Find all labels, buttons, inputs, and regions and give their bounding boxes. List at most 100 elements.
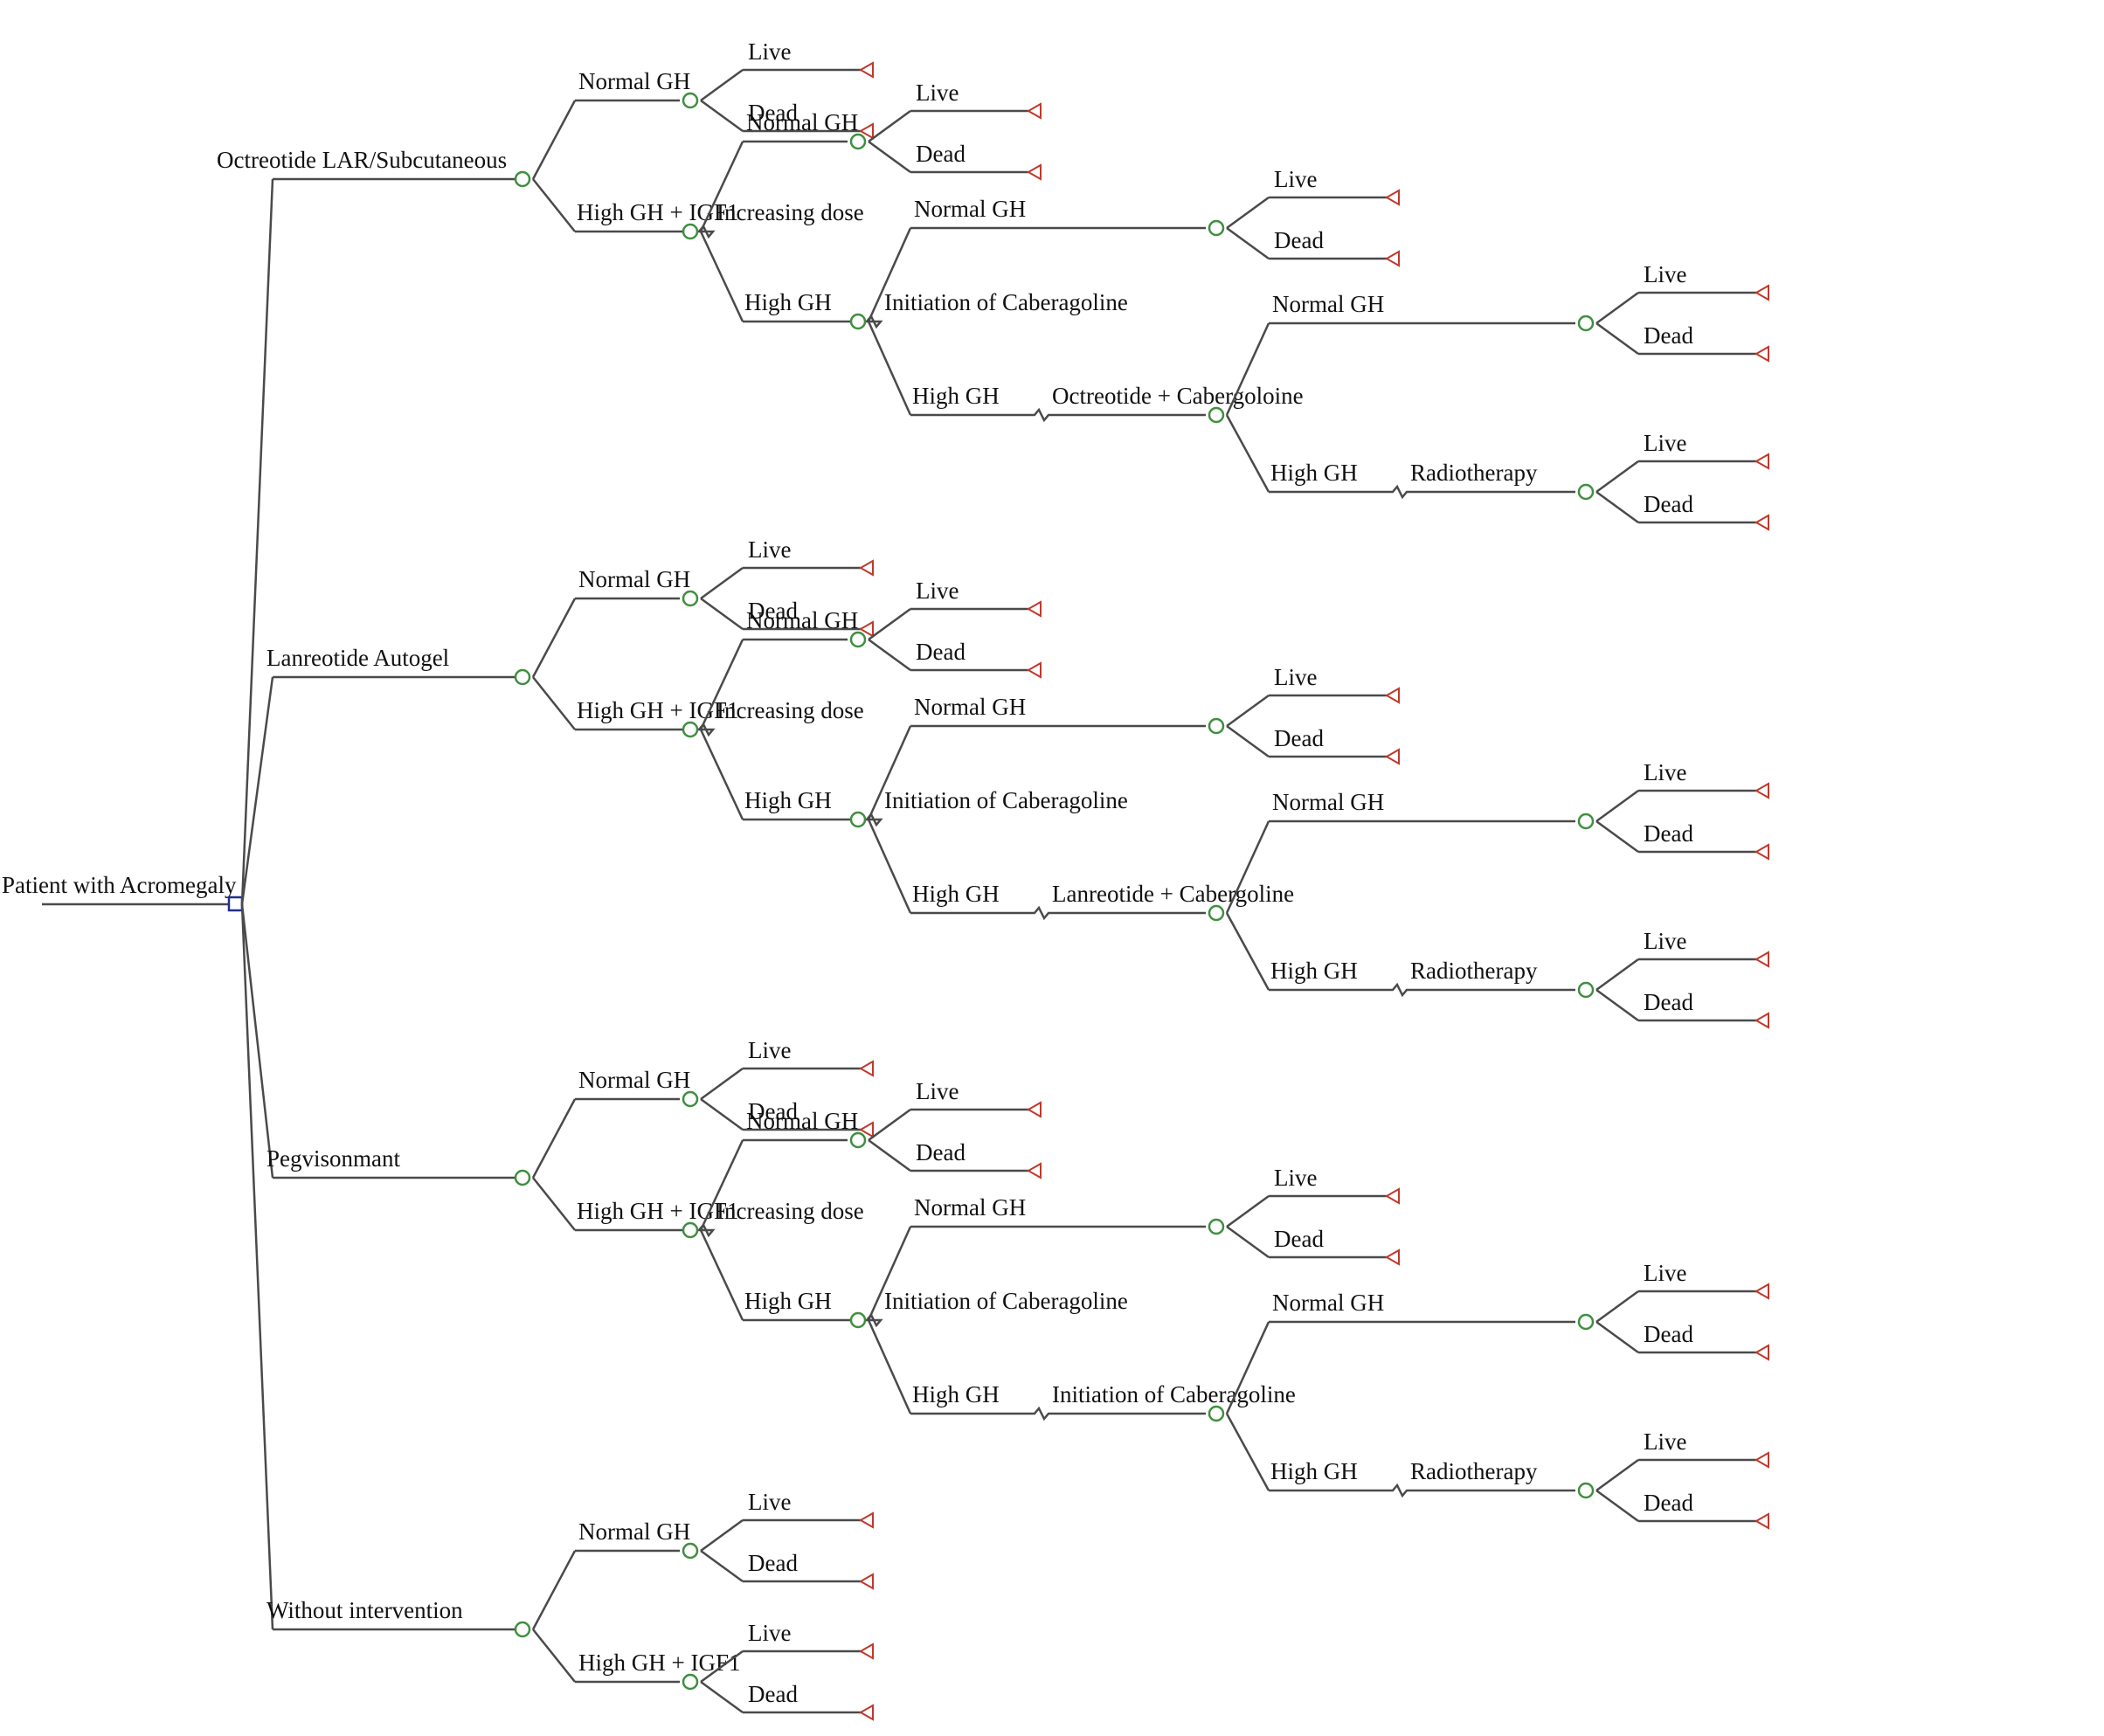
outcome-label: Dead	[916, 639, 965, 665]
outcome-label: Live	[1644, 1260, 1686, 1286]
terminal-node-icon	[1026, 163, 1042, 181]
branch-line	[868, 1138, 911, 1172]
terminal-node-icon	[1026, 661, 1042, 679]
outcome-label: Live	[748, 1489, 791, 1515]
outcome-label: Dead	[1274, 1226, 1324, 1252]
branch-line	[743, 1312, 883, 1328]
outcome-label: Live	[916, 80, 959, 106]
branch-line	[867, 321, 912, 416]
terminal-node-icon	[858, 620, 874, 638]
branch-line	[700, 1067, 744, 1101]
chance-node-icon	[849, 811, 867, 828]
root-label: Patient with Acromegaly	[2, 872, 237, 898]
chance-node-icon	[682, 223, 699, 240]
branch-label: High GH	[912, 383, 1000, 409]
outcome-label: Dead	[1644, 1490, 1693, 1516]
outcome-label: Live	[748, 536, 791, 563]
terminal-node-icon	[1754, 1283, 1769, 1300]
branch-line	[700, 1518, 744, 1553]
outcome-label: Dead	[1644, 820, 1693, 847]
treatment-label: Radiotherapy	[1410, 1458, 1538, 1484]
branch-label: Normal GH	[914, 694, 1026, 720]
chance-node-icon	[1577, 483, 1595, 501]
treatment-label: Initiation of Caberagoline	[884, 1288, 1128, 1314]
branch-line	[868, 140, 911, 174]
branch-line	[575, 1222, 716, 1238]
branch-line	[1595, 490, 1639, 524]
branch-label: High GH + IGF1	[577, 199, 738, 225]
terminal-node-icon	[1754, 514, 1769, 531]
branch-line	[532, 1629, 576, 1683]
branch-line	[910, 905, 1206, 921]
branch-line	[531, 100, 577, 180]
strategy-label: Without intervention	[266, 1597, 463, 1623]
decision-node-icon	[227, 896, 244, 912]
treatment-label: Octreotide + Cabergoloine	[1052, 383, 1304, 409]
branch-label: Normal GH	[578, 1518, 690, 1545]
branch-line	[1225, 912, 1270, 991]
branch-line	[700, 1650, 744, 1684]
terminal-node-icon	[1384, 1187, 1400, 1205]
branch-line	[1226, 196, 1270, 230]
outcome-label: Live	[1644, 430, 1686, 456]
treatment-label: Increasing dose	[716, 199, 864, 225]
terminal-node-icon	[1026, 1162, 1042, 1179]
branch-line	[575, 722, 716, 737]
terminal-node-icon	[1026, 102, 1042, 120]
branch-line	[700, 566, 744, 600]
branch-label: High GH	[1270, 1458, 1358, 1484]
branch-line	[867, 1319, 912, 1414]
branch-line	[1226, 1225, 1270, 1259]
terminal-node-icon	[858, 1121, 874, 1138]
chance-node-icon	[849, 631, 867, 648]
branch-line	[699, 141, 744, 232]
terminal-node-icon	[1384, 687, 1400, 704]
branch-line	[1226, 694, 1270, 728]
chance-node-icon	[514, 668, 531, 686]
branch-line	[532, 676, 576, 730]
branch-line	[867, 725, 912, 820]
treatment-label: Increasing dose	[716, 697, 864, 723]
branch-line	[1269, 982, 1575, 998]
terminal-node-icon	[1026, 600, 1042, 618]
branch-line	[1225, 414, 1270, 493]
branch-line	[910, 1406, 1206, 1421]
branch-line	[1225, 322, 1270, 416]
chance-node-icon	[1577, 315, 1595, 332]
branch-line	[743, 812, 883, 827]
terminal-node-icon	[858, 61, 874, 79]
branch-label: Normal GH	[746, 607, 858, 633]
branch-line	[240, 903, 274, 1179]
outcome-label: Live	[1644, 1428, 1686, 1455]
outcome-label: Dead	[748, 1681, 798, 1707]
branch-line	[575, 224, 716, 239]
chance-node-icon	[1577, 981, 1595, 999]
chance-node-icon	[514, 1169, 531, 1186]
branch-label: Normal GH	[1272, 291, 1384, 317]
terminal-node-icon	[1754, 1012, 1769, 1029]
chance-node-icon	[849, 1131, 867, 1149]
branch-line	[240, 178, 274, 905]
chance-node-icon	[682, 92, 699, 109]
branch-label: Normal GH	[1272, 789, 1384, 815]
chance-node-icon	[1577, 813, 1595, 830]
branch-label: Normal GH	[1272, 1290, 1384, 1316]
chance-node-icon	[1208, 1405, 1225, 1422]
treatment-label: Radiotherapy	[1410, 958, 1538, 984]
outcome-label: Dead	[1274, 725, 1324, 751]
branch-line	[1595, 1489, 1639, 1523]
outcome-label: Live	[916, 1078, 959, 1104]
branch-line	[1595, 322, 1639, 356]
branch-line	[743, 314, 883, 329]
chance-node-icon	[682, 1221, 699, 1239]
terminal-node-icon	[1754, 1512, 1769, 1530]
terminal-node-icon	[858, 1573, 874, 1590]
terminal-node-icon	[1754, 951, 1769, 968]
branch-line	[531, 1550, 577, 1630]
branch-label: High GH + IGF1	[577, 697, 738, 723]
branch-line	[868, 607, 911, 641]
branch-label: Normal GH	[746, 1108, 858, 1134]
branch-line	[1595, 820, 1639, 854]
terminal-node-icon	[858, 1511, 874, 1529]
